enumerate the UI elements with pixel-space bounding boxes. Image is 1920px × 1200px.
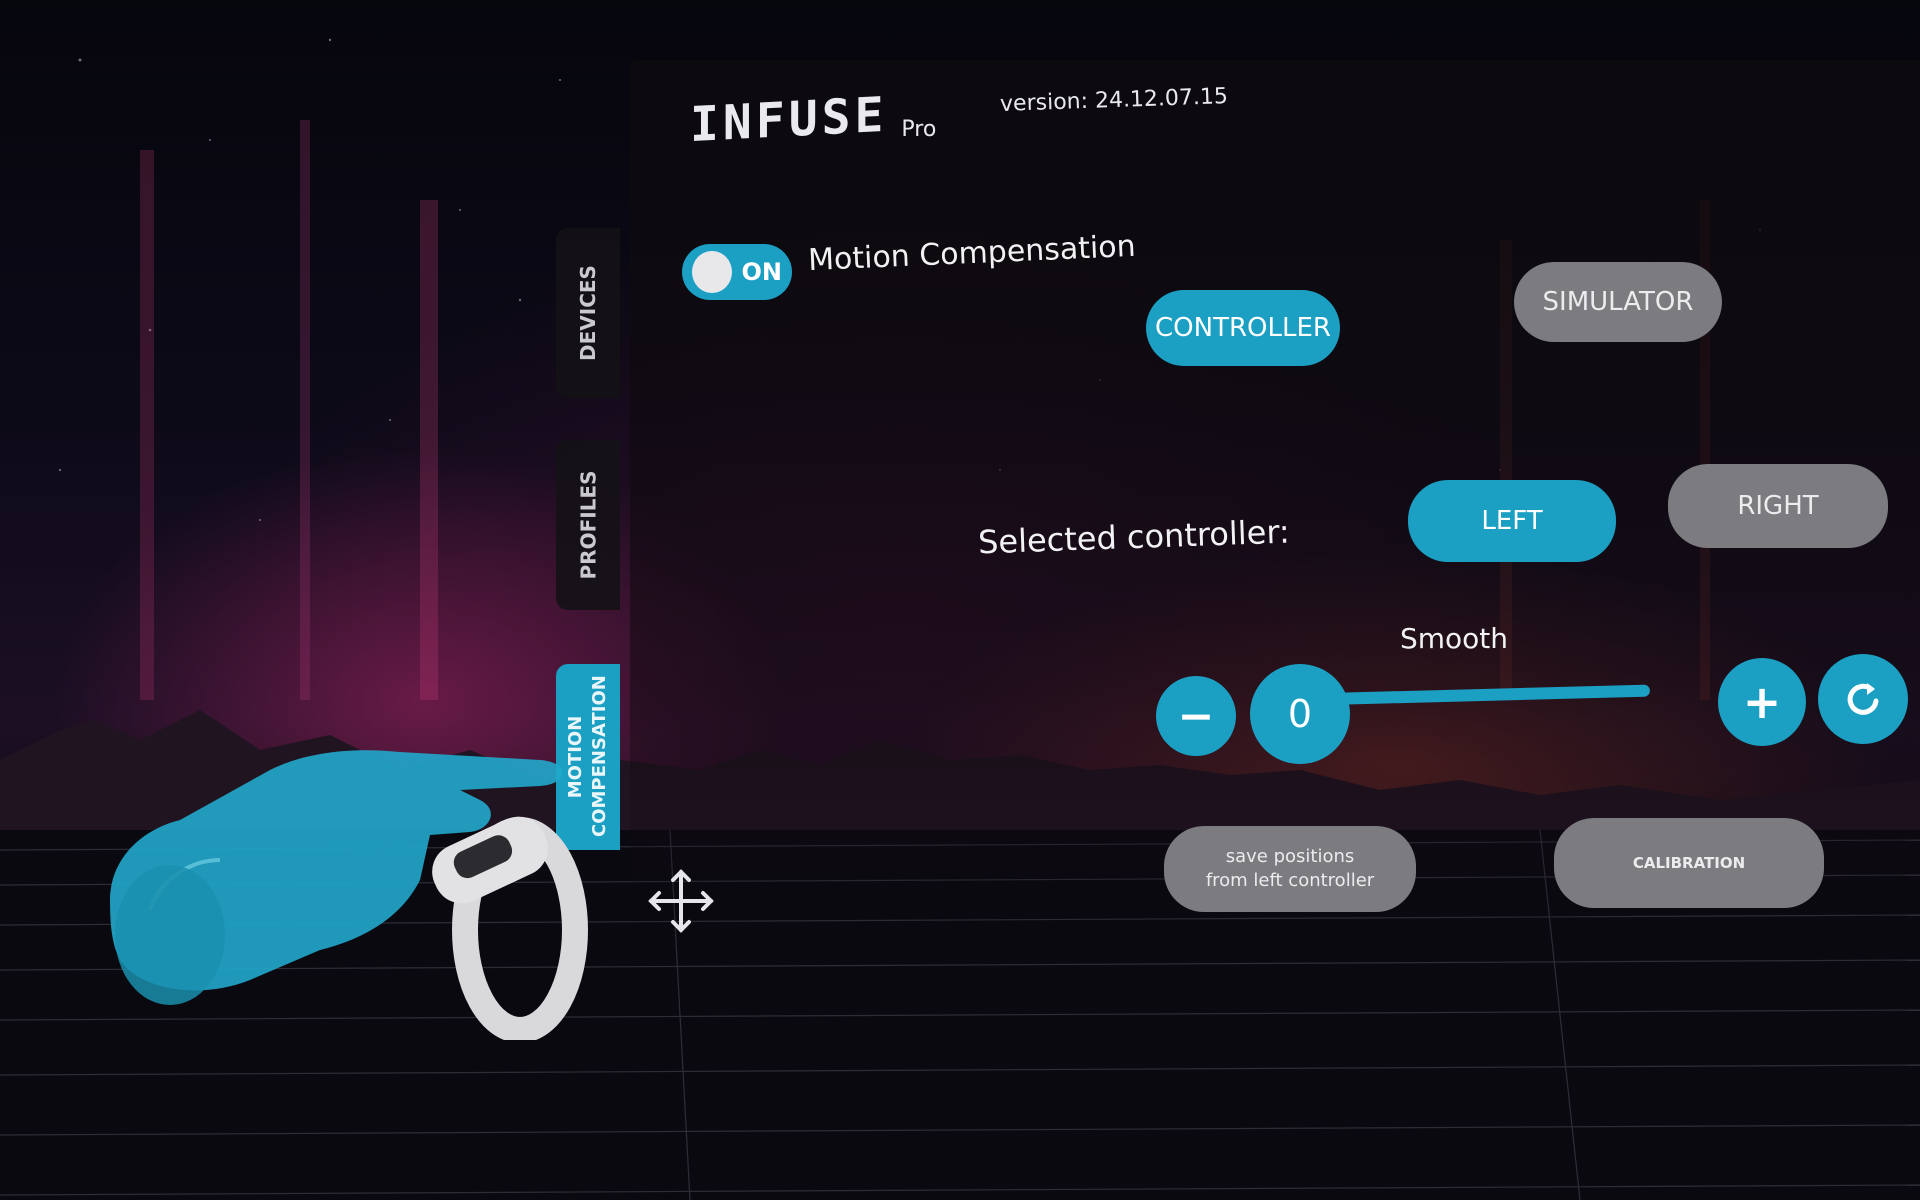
simulator-button[interactable]: SIMULATOR bbox=[1514, 262, 1722, 342]
calibration-button[interactable]: CALIBRATION bbox=[1554, 818, 1824, 908]
app-logo: INFUSE Pro bbox=[690, 87, 937, 153]
minus-icon: − bbox=[1177, 690, 1215, 742]
logo-wordmark: INFUSE bbox=[690, 86, 888, 154]
logo-edition: Pro bbox=[901, 117, 937, 142]
plus-icon: + bbox=[1742, 675, 1782, 729]
tab-profiles-label: PROFILES bbox=[576, 470, 601, 580]
tab-devices[interactable]: DEVICES bbox=[556, 228, 620, 398]
vr-hand-controller-icon bbox=[110, 750, 588, 1040]
tab-motion-compensation[interactable]: MOTION COMPENSATION bbox=[556, 664, 620, 850]
save-positions-line1: save positions bbox=[1225, 846, 1355, 867]
smooth-reset-button[interactable] bbox=[1818, 654, 1908, 744]
save-positions-button[interactable]: save positions from left controller bbox=[1164, 826, 1416, 912]
smooth-increase-button[interactable]: + bbox=[1718, 658, 1806, 746]
smooth-label: Smooth bbox=[1400, 622, 1509, 655]
save-positions-label: save positions from left controller bbox=[1206, 845, 1374, 893]
move-arrows-icon[interactable] bbox=[645, 864, 717, 938]
smooth-value: 0 bbox=[1287, 692, 1313, 736]
right-controller-button[interactable]: RIGHT bbox=[1668, 464, 1888, 548]
smooth-value-handle[interactable]: 0 bbox=[1250, 664, 1350, 764]
controller-button[interactable]: CONTROLLER bbox=[1146, 290, 1340, 366]
reset-icon bbox=[1847, 683, 1879, 715]
left-controller-button[interactable]: LEFT bbox=[1408, 480, 1616, 562]
motion-compensation-toggle[interactable]: ON bbox=[682, 244, 792, 300]
smooth-decrease-button[interactable]: − bbox=[1156, 676, 1236, 756]
toggle-state: ON bbox=[741, 258, 783, 286]
tab-profiles[interactable]: PROFILES bbox=[556, 440, 620, 610]
tab-devices-label: DEVICES bbox=[576, 265, 600, 361]
save-positions-line2: from left controller bbox=[1205, 870, 1375, 891]
toggle-knob bbox=[692, 251, 732, 293]
